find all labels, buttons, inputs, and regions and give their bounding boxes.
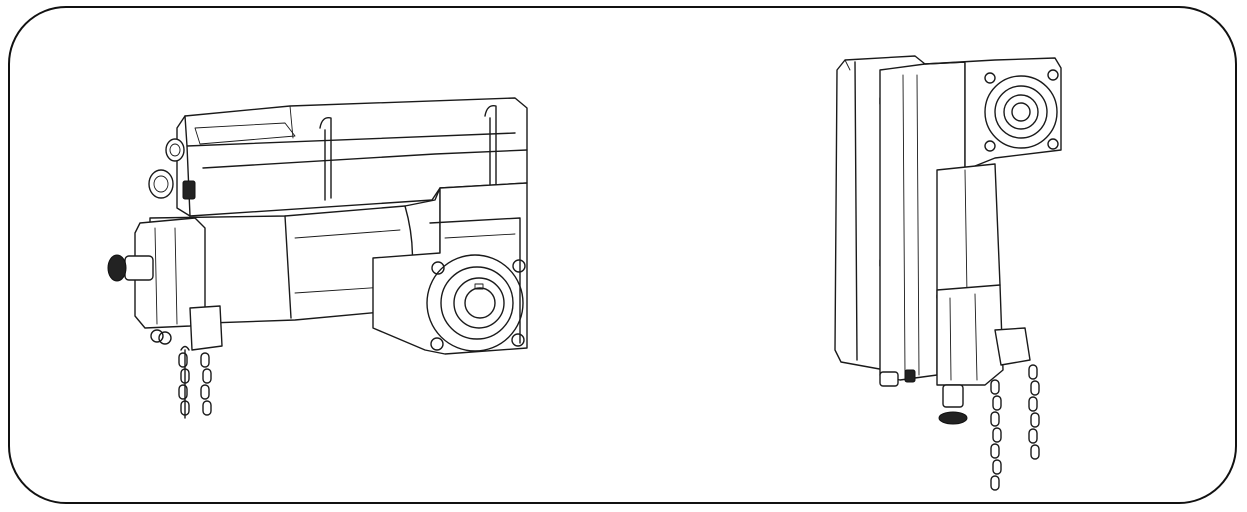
gearbox-housing (372, 182, 528, 355)
manual-release-knob (107, 254, 154, 282)
top-handle-right (484, 105, 497, 187)
cable-gland-lower (148, 169, 196, 200)
chain-bracket-vertical (994, 327, 1031, 366)
bottom-knob (938, 384, 968, 425)
top-handle-left (319, 117, 332, 199)
cable-gland-upper (165, 138, 185, 162)
output-flange (426, 254, 526, 352)
chain-right (200, 352, 212, 416)
vertical-output-flange (984, 69, 1059, 152)
chain-left (178, 345, 190, 419)
cable-gland-bottom (879, 371, 899, 387)
chain-bracket (189, 305, 223, 351)
operator-vertical-view (834, 55, 1062, 491)
lower-gearbox (936, 284, 1004, 386)
cable-gland-dark (904, 369, 916, 383)
motor-cylinder (936, 163, 1001, 299)
chain-vertical-right (1028, 364, 1040, 460)
operator-horizontal-view (107, 97, 528, 419)
chain-vertical-left (990, 379, 1002, 491)
